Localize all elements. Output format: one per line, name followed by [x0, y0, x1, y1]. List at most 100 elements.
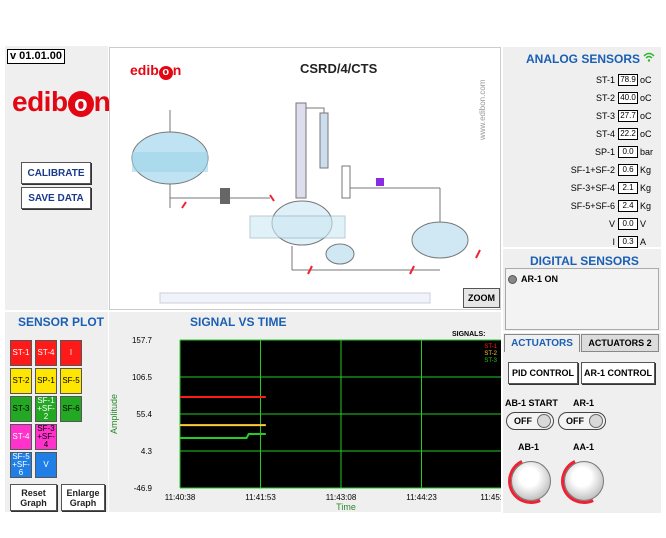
- y-tick-label: 55.4: [136, 410, 152, 419]
- plot-toggle-sf-5-sf-6[interactable]: SF-5 +SF-6: [10, 452, 32, 478]
- analog-value: 0.0: [618, 218, 638, 230]
- process-diagram: [109, 47, 501, 310]
- ar1-toggle[interactable]: OFF: [558, 412, 606, 430]
- indicator-bulb-icon: [508, 275, 517, 284]
- version-label: v 01.01.00: [7, 49, 65, 64]
- plot-toggle-st-3[interactable]: ST-3: [10, 396, 32, 422]
- save-data-button[interactable]: SAVE DATA: [21, 187, 91, 209]
- ar1-valve: [376, 178, 384, 186]
- analog-label: I: [612, 237, 615, 247]
- ab1-start-label: AB-1 START: [505, 398, 558, 408]
- analog-value: 27.7: [618, 110, 638, 122]
- analog-label: ST-4: [595, 129, 615, 139]
- plot-toggle-sf-5[interactable]: SF-5: [60, 368, 82, 394]
- analog-value: 40.0: [618, 92, 638, 104]
- x-tick-label: 11:40:38: [165, 493, 196, 502]
- analog-value: 2.1: [618, 182, 638, 194]
- ab1-pump: [220, 188, 230, 204]
- analog-unit: oC: [640, 75, 652, 85]
- ab1-speed-knob[interactable]: [511, 461, 551, 501]
- analog-unit: oC: [640, 93, 652, 103]
- analog-unit: oC: [640, 129, 652, 139]
- ab1-start-toggle-knob: [537, 414, 551, 428]
- distillation-column: [295, 102, 307, 199]
- analog-label: ST-3: [595, 111, 615, 121]
- analog-label: SF-3+SF-4: [570, 183, 615, 193]
- grid-layer: [179, 339, 501, 489]
- analog-value: 78.9: [618, 74, 638, 86]
- logo-small-prefix: edib: [130, 62, 159, 78]
- tab-actuators-2[interactable]: ACTUATORS 2: [581, 334, 659, 352]
- x-tick-label: 11:43:08: [326, 493, 357, 502]
- diagram-title: CSRD/4/CTS: [300, 61, 378, 76]
- x-tick-label: 11:41:53: [245, 493, 276, 502]
- plot-toggle-sf-6[interactable]: SF-6: [60, 396, 82, 422]
- ar1-control-button[interactable]: AR-1 CONTROL: [581, 362, 655, 384]
- ab1-start-toggle[interactable]: OFF: [506, 412, 554, 430]
- x-tick-label: 11:45:: [480, 493, 501, 502]
- tab-actuators[interactable]: ACTUATORS: [504, 334, 580, 352]
- plot-toggle-i[interactable]: I: [60, 340, 82, 366]
- series-layer: [180, 396, 266, 440]
- chart-title: SIGNAL VS TIME: [190, 315, 287, 329]
- zoom-button[interactable]: ZOOM: [463, 288, 500, 308]
- plot-toggle-sp-1[interactable]: SP-1: [35, 368, 57, 394]
- reset-graph-button[interactable]: Reset Graph: [10, 484, 57, 511]
- y-axis-label: Amplitude: [109, 394, 119, 434]
- y-tick-label: -46.9: [134, 484, 153, 493]
- enlarge-graph-button[interactable]: Enlarge Graph: [61, 484, 105, 511]
- ar1-state: OFF: [566, 416, 584, 426]
- plot-toggle-st-1[interactable]: ST-1: [10, 340, 32, 366]
- analog-value: 22.2: [618, 128, 638, 140]
- legend-title: SIGNALS:: [452, 331, 485, 338]
- y-tick-label: 157.7: [132, 336, 153, 345]
- distillate-tank: [411, 221, 469, 259]
- analog-unit: Kg: [640, 165, 652, 175]
- analog-unit: bar: [640, 147, 654, 157]
- plot-toggle-st-4[interactable]: ST-4: [10, 424, 32, 450]
- wifi-icon: [643, 52, 655, 62]
- analog-value: 0.3: [618, 236, 638, 248]
- logo-small-o: o: [158, 66, 173, 80]
- plot-toggle-st-2[interactable]: ST-2: [10, 368, 32, 394]
- analog-label: SF-5+SF-6: [570, 201, 615, 211]
- plot-toggle-v[interactable]: V: [35, 452, 57, 478]
- y-tick-label: 4.3: [141, 447, 153, 456]
- ab1-knob-label: AB-1: [518, 442, 540, 452]
- legend: ST-1ST-2ST-3: [484, 344, 497, 364]
- plot-toggle-sf-3-sf-4[interactable]: SF-3 +SF-4: [35, 424, 57, 450]
- analog-label: SF-1+SF-2: [570, 165, 615, 175]
- analog-value: 0.0: [618, 146, 638, 158]
- digital-sensors-body: [505, 268, 659, 330]
- logo-text-suffix: n: [93, 86, 111, 117]
- analog-unit: oC: [640, 111, 652, 121]
- legend-entry: ST-3: [484, 358, 497, 364]
- calibrate-button[interactable]: CALIBRATE: [21, 162, 91, 184]
- legend-entry: ST-2: [484, 351, 497, 357]
- ar1-status: AR-1 ON: [521, 274, 559, 284]
- plot-toggle-sf-1-sf-2[interactable]: SF-1 +SF-2: [35, 396, 57, 422]
- analog-unit: Kg: [640, 183, 652, 193]
- analog-unit: Kg: [640, 201, 652, 211]
- sensor-plot-title: SENSOR PLOT: [18, 315, 105, 329]
- residue-tank: [325, 243, 355, 265]
- aa1-knob-label: AA-1: [573, 442, 595, 452]
- analog-unit: A: [640, 237, 647, 247]
- analog-label: SP-1: [594, 147, 615, 157]
- plot-toggle-st-4[interactable]: ST-4: [35, 340, 57, 366]
- pid-control-button[interactable]: PID CONTROL: [508, 362, 578, 384]
- condenser: [319, 112, 329, 169]
- digital-sensors-title: DIGITAL SENSORS: [530, 254, 639, 268]
- aa1-power-knob[interactable]: [564, 461, 604, 501]
